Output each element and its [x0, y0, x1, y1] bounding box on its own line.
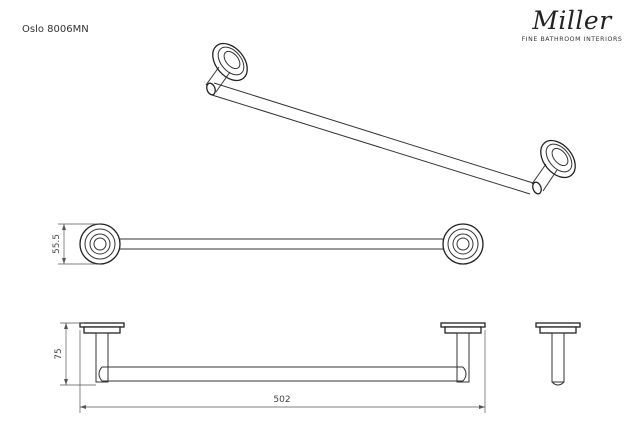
perspective-view: [205, 42, 576, 195]
plan-view: 55.5: [52, 223, 484, 265]
model-label: Oslo 8006MN: [22, 24, 89, 35]
left-wall-bracket: [205, 42, 248, 93]
right-rosette: [442, 223, 484, 265]
brand-name: Miller: [532, 6, 612, 35]
height-label: 75: [54, 348, 64, 359]
height-dimension: 75: [54, 322, 96, 386]
length-label: 502: [273, 395, 290, 405]
side-view: [535, 322, 581, 386]
projection-dimension: 55.5: [52, 223, 100, 265]
front-view: 75 502: [54, 322, 486, 413]
length-dimension: 502: [79, 330, 486, 413]
brand-tagline: FINE BATHROOM INTERIORS: [521, 36, 623, 43]
projection-label: 55.5: [52, 234, 62, 254]
left-rosette: [79, 223, 121, 265]
brand-logo: Miller FINE BATHROOM INTERIORS: [516, 6, 628, 44]
right-wall-bracket: [531, 139, 576, 195]
